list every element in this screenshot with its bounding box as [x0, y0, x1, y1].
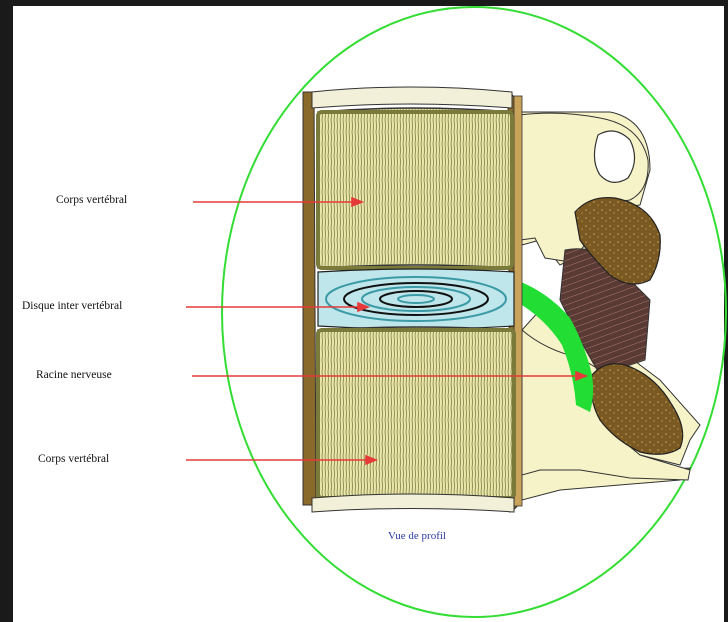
top-endplate [312, 87, 512, 108]
label-intervertebral-disc: Disque inter vertébral [22, 300, 122, 312]
caption-profile-view: Vue de profil [388, 530, 446, 542]
bottom-endplate [312, 494, 514, 512]
label-top-vertebral-body: Corps vertébral [56, 194, 127, 206]
intervertebral-disc [318, 269, 514, 329]
upper-vertebral-body [318, 108, 512, 268]
label-nerve-root: Racine nerveuse [36, 369, 112, 381]
foramen-hole [594, 131, 634, 182]
lower-vertebral-body [318, 327, 514, 498]
label-bottom-vertebral-body: Corps vertébral [38, 453, 109, 465]
anterior-cortex [303, 92, 316, 505]
